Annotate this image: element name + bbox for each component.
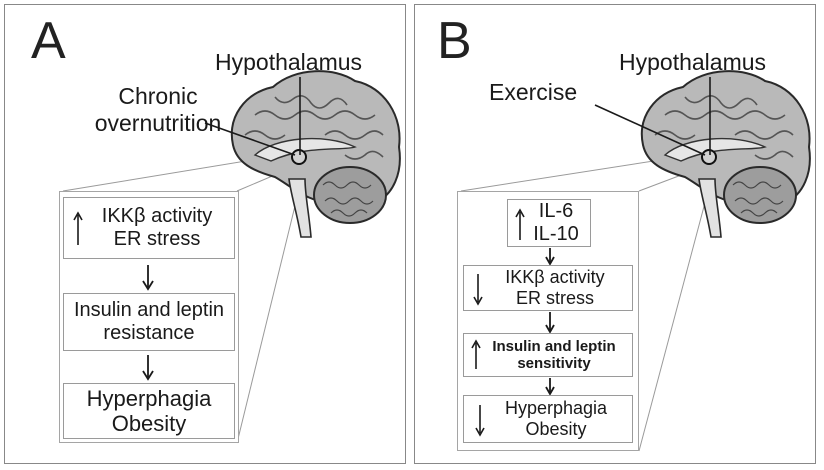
stimulus-line1-a: Chronic [118, 83, 198, 109]
stimulus-label-b: Exercise [489, 79, 578, 105]
box1-line1-b: IL-6 [538, 200, 574, 222]
flow-box-resistance-a: Insulin and leptin resistance [63, 293, 235, 351]
brainstem [698, 178, 722, 238]
cerebellum [313, 166, 387, 224]
zoom-line-bottom-b [638, 164, 716, 452]
panel-letter-b: B [437, 12, 472, 70]
hypothalamus-label-a: Hypothalamus [215, 49, 363, 75]
cerebellum [723, 166, 797, 224]
stimulus-pointer [204, 122, 296, 156]
up-arrow-icon [471, 339, 481, 369]
box3-line2-a: Obesity [111, 411, 187, 436]
flow-box-obesity-a: Hyperphagia Obesity [63, 383, 235, 439]
box4-line1-b: Hyperphagia [504, 398, 608, 419]
box2-line2-b: ER stress [515, 288, 594, 308]
stimulus-label-a: Chronic overnutrition [83, 83, 233, 137]
box3-line2-b: sensitivity [517, 355, 591, 372]
flow-box-sensitivity-b: Insulin and leptin sensitivity [463, 333, 633, 377]
down-arrow-icon [545, 378, 555, 395]
brainstem [288, 178, 312, 238]
box4-line2-b: Obesity [525, 419, 587, 439]
box3-line1-a: Hyperphagia [86, 385, 212, 411]
brain-illustration-b [460, 70, 811, 452]
box2-line2-a: resistance [103, 322, 195, 344]
zoom-line-bottom-a [236, 164, 306, 444]
panel-a: A Hypothalamus Chronic overnutrition IKK… [4, 4, 406, 464]
flow-box-ikk-b: IKKβ activity ER stress [463, 265, 633, 311]
brain-illustration-a [62, 70, 401, 444]
flow-box-il-b: IL-6 IL-10 [507, 199, 591, 247]
down-arrow-icon [475, 405, 485, 437]
flow-box-obesity-b: Hyperphagia Obesity [463, 395, 633, 443]
up-arrow-icon [73, 211, 83, 245]
hypothalamus-marker [701, 149, 717, 165]
box2-line1-a: Insulin and leptin [73, 299, 225, 321]
down-arrow-icon [473, 274, 483, 306]
down-arrow-icon [545, 248, 555, 265]
panel-b: B Hypothalamus Exercise IL-6 IL-10 IKKβ … [414, 4, 816, 464]
hypothalamus-label-b: Hypothalamus [619, 49, 767, 75]
box1-line2-a: ER stress [113, 228, 201, 250]
down-arrow-icon [545, 312, 555, 333]
down-arrow-icon [142, 265, 154, 291]
stimulus-line2-a: overnutrition [94, 110, 222, 136]
hypothalamus-marker [291, 149, 307, 165]
panel-letter-a: A [31, 12, 66, 70]
box3-line1-b: Insulin and leptin [492, 337, 616, 355]
box1-line2-b: IL-10 [533, 223, 579, 245]
flow-box-ikk-a: IKKβ activity ER stress [63, 197, 235, 259]
box1-line1-a: IKKβ activity [101, 205, 213, 227]
stimulus-pointer [594, 104, 706, 156]
box2-line1-b: IKKβ activity [505, 267, 605, 288]
up-arrow-icon [515, 208, 525, 240]
down-arrow-icon [142, 355, 154, 381]
